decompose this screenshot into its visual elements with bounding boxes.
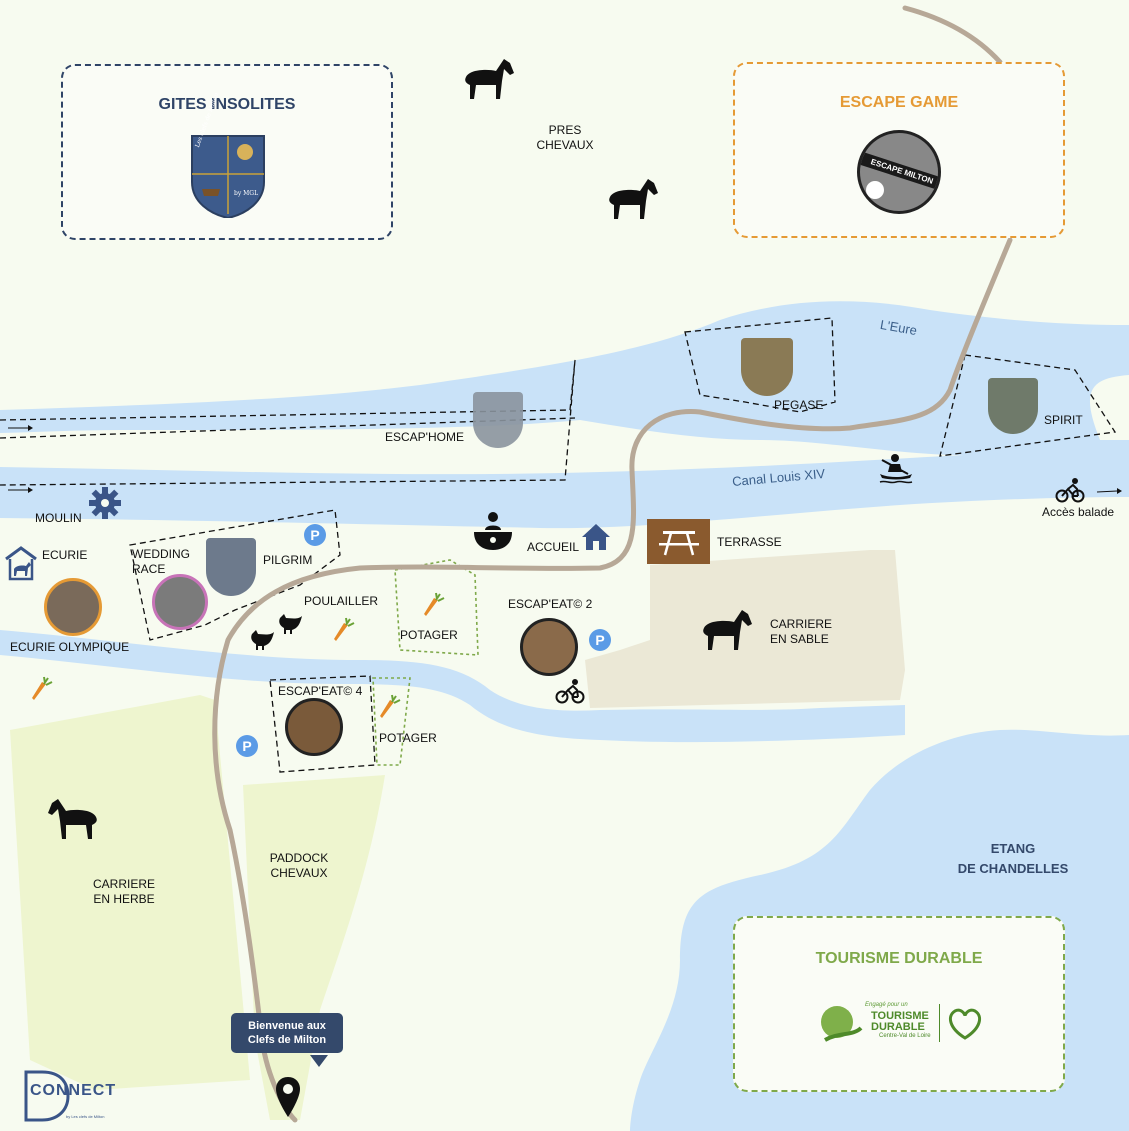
tourisme-title: TOURISME DURABLE: [815, 950, 983, 967]
escap-home-top-line: [0, 417, 576, 439]
carrot-icon: [424, 592, 445, 616]
label-carriere-sable: CARRIERE EN SABLE: [770, 617, 833, 646]
potager2-enclosure: [372, 677, 411, 766]
paddock-area: [243, 775, 385, 1120]
label-accueil: ACCUEIL: [527, 540, 580, 554]
tourisme-durable-box[interactable]: TOURISME DURABLE Engagé pour un TOURISME…: [733, 916, 1065, 1092]
eure-river: [0, 301, 1129, 455]
gear-icon: [89, 487, 121, 519]
label-escapeat2: ESCAP'EAT© 2: [508, 597, 593, 611]
label-escapeat4: ESCAP'EAT© 4: [278, 684, 363, 698]
horse-icon: [703, 610, 752, 650]
tourisme-logo-line2: TOURISME: [871, 1010, 929, 1022]
escapeat2-badge[interactable]: [520, 618, 578, 676]
horse-icon: [609, 179, 658, 219]
label-escap-home: ESCAP'HOME: [385, 430, 464, 444]
chicken-icon: [279, 614, 302, 634]
tourisme-logo-line4: Centre-Val de Loire: [879, 1033, 931, 1039]
label-acces-balade[interactable]: Accès balade: [1042, 505, 1115, 519]
carrot-icon: [32, 676, 53, 700]
bike-icon: [1055, 478, 1085, 503]
label-pegase: PEGASE: [774, 398, 824, 412]
label-terrasse: TERRASSE: [717, 535, 782, 549]
horse-icon: [48, 799, 97, 839]
parking-marker[interactable]: P: [304, 524, 326, 546]
ecurie-olympique-badge[interactable]: [44, 578, 102, 636]
label-pres-chevaux: PRES CHEVAUX: [536, 123, 594, 152]
wedding-race-badge[interactable]: [152, 574, 208, 630]
label-ecurie-olympique: ECURIE OLYMPIQUE: [10, 640, 130, 654]
brand-logo: CONNECT by Les clefs de Milton: [22, 1070, 122, 1126]
label-poulailler: POULAILLER: [304, 594, 379, 608]
label-etang: ETANG DE CHANDELLES: [957, 841, 1069, 876]
escape-milton-badge: ESCAPE MILTON: [857, 130, 941, 214]
label-carriere-herbe: CARRIERE EN HERBE: [92, 877, 155, 906]
milton-crest-logo: Les clefs de Milton by MGL: [190, 92, 266, 220]
parking-marker[interactable]: P: [236, 735, 258, 757]
label-pilgrim: PILGRIM: [263, 553, 313, 567]
welcome-bubble-pointer: [310, 1055, 328, 1067]
escap-home-badge[interactable]: [473, 392, 523, 448]
spirit-badge[interactable]: [988, 378, 1038, 434]
spirit-enclosure: [939, 354, 1117, 457]
brand-name: CONNECT: [30, 1082, 117, 1099]
kayak-icon: [879, 454, 913, 484]
house-icon: [582, 524, 610, 550]
escape-title: ESCAPE GAME: [839, 94, 959, 111]
carrot-icon: [380, 694, 401, 718]
label-potager: POTAGER: [400, 628, 458, 642]
river-lower-arm: [0, 630, 905, 743]
bike-icon: [555, 679, 585, 704]
tourisme-durable-logo: Engagé pour un TOURISME DURABLE Centre-V…: [819, 1002, 985, 1048]
tourisme-logo-line3: DURABLE: [871, 1021, 925, 1033]
pilgrim-badge[interactable]: [206, 538, 256, 596]
reception-icon: [474, 512, 512, 550]
gites-insolites-box[interactable]: GITES INSOLITES Les clefs de Milton by M…: [61, 64, 393, 240]
wedding-enclosure: [129, 509, 341, 641]
label-potager: POTAGER: [379, 731, 437, 745]
stable-icon: [5, 546, 37, 581]
label-wedding-race: WEDDING RACE: [132, 547, 190, 576]
keyhole-icon: [866, 181, 884, 199]
pegase-badge[interactable]: [741, 338, 793, 396]
label-paddock: PADDOCK CHEVAUX: [269, 851, 329, 880]
escapeat4-badge[interactable]: [285, 698, 343, 756]
chicken-icon: [251, 630, 274, 650]
label-spirit: SPIRIT: [1044, 413, 1083, 427]
gites-title: GITES INSOLITES: [158, 96, 296, 113]
tourisme-logo-line1: Engagé pour un: [865, 1002, 908, 1008]
carriere-sable-area: [585, 550, 905, 708]
canal-louis-xiv: [0, 446, 1129, 529]
carriere-herbe-area: [10, 695, 250, 1090]
carrot-icon: [334, 617, 355, 641]
parking-marker[interactable]: P: [589, 629, 611, 651]
crest-text-2: by MGL: [234, 190, 259, 197]
escape-game-box[interactable]: ESCAPE GAME ESCAPE MILTON: [733, 62, 1065, 238]
welcome-bubble: Bienvenue aux Clefs de Milton: [231, 1013, 343, 1053]
picnic-table-icon: [647, 519, 710, 564]
map-pin-icon[interactable]: [274, 1075, 302, 1119]
brand-tagline: by Les clefs de Milton: [66, 1114, 105, 1119]
escap-home-enclosure: [0, 359, 576, 486]
main-path: [212, 5, 1013, 1123]
label-ecurie: ECURIE: [42, 548, 88, 562]
label-moulin: MOULIN: [35, 511, 82, 525]
escapeat4-enclosure: [269, 675, 376, 773]
horse-icon: [465, 59, 514, 99]
